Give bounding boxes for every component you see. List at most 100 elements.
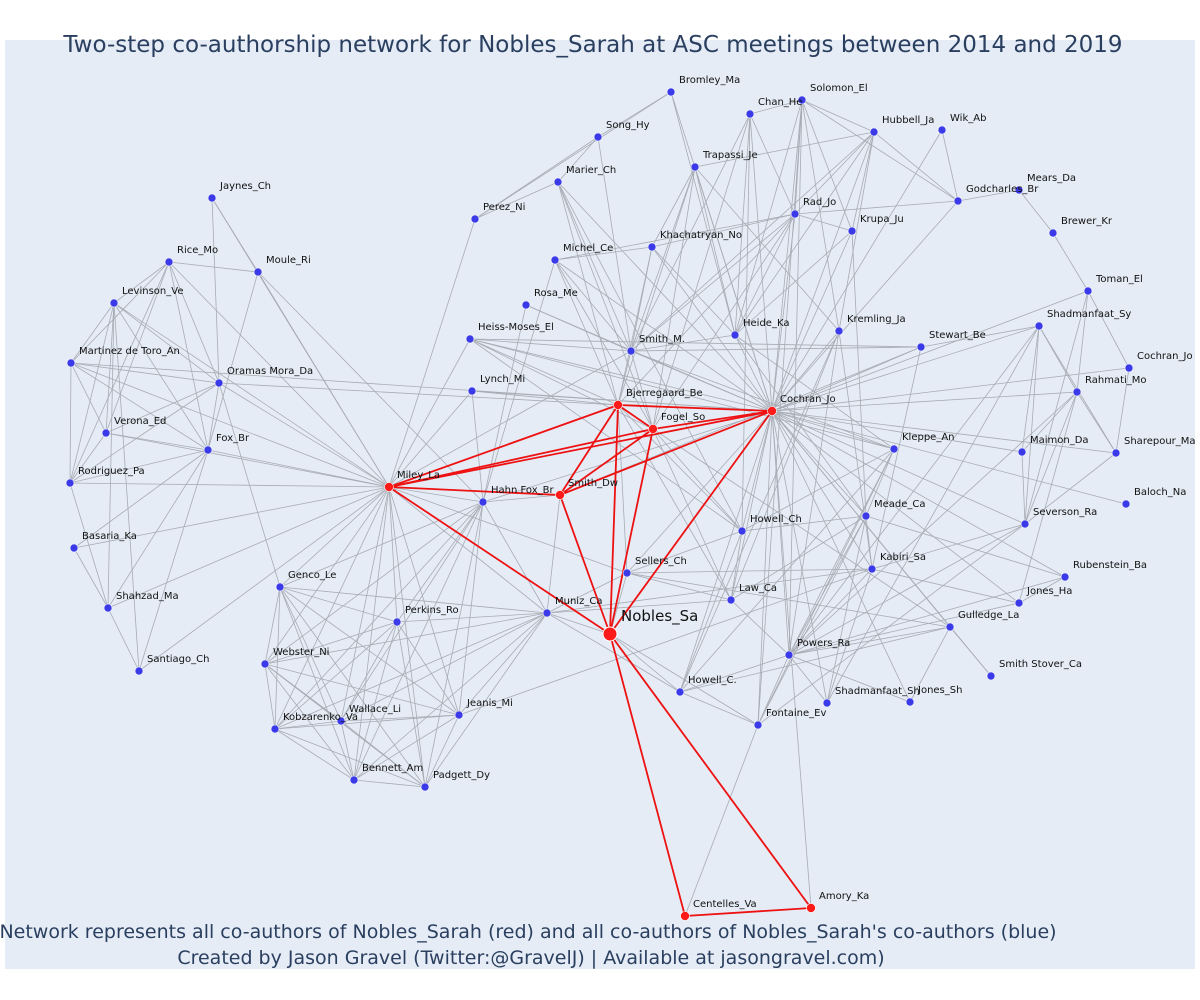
- node-song-hy[interactable]: [593, 132, 603, 142]
- node-jaynes-ch[interactable]: [207, 193, 217, 203]
- node-michel-ce[interactable]: [550, 255, 560, 265]
- node-amory-ka[interactable]: [806, 903, 816, 913]
- node-lynch-mi[interactable]: [467, 386, 477, 396]
- edge-khachatryan-no--cochran-jo: [651, 246, 773, 412]
- node-cochran-jo2[interactable]: [1124, 363, 1134, 373]
- node-fogel-so[interactable]: [648, 424, 658, 434]
- node-kleppe-an[interactable]: [889, 444, 899, 454]
- node-mears-da[interactable]: [1014, 185, 1024, 195]
- coauthor-edge-bjerregaard-be--fogel-so: [617, 404, 654, 430]
- node-rad-jo[interactable]: [790, 209, 800, 219]
- edge-smith-stover-ca--cochran-jo: [771, 410, 992, 677]
- node-levinson-ve[interactable]: [109, 298, 119, 308]
- node-rubenstein-ba[interactable]: [1060, 572, 1070, 582]
- node-hahn-fox-br[interactable]: [478, 497, 488, 507]
- node-smith-dw[interactable]: [555, 490, 565, 500]
- node-miley-la[interactable]: [384, 482, 394, 492]
- node-maimon-da[interactable]: [1017, 447, 1027, 457]
- node-rosa-me[interactable]: [521, 300, 531, 310]
- edge-rice-mo--levinson-ve: [113, 261, 170, 304]
- node-centelles-va[interactable]: [680, 911, 690, 921]
- node-label-amory-ka: Amory_Ka: [819, 891, 869, 902]
- node-jones-sh[interactable]: [905, 697, 915, 707]
- node-powers-ra[interactable]: [784, 650, 794, 660]
- node-trapassi-je[interactable]: [690, 162, 700, 172]
- node-chan-he[interactable]: [745, 109, 755, 119]
- node-gulledge-la[interactable]: [945, 622, 955, 632]
- node-smith-m[interactable]: [626, 346, 636, 356]
- node-rahmati-mo[interactable]: [1072, 387, 1082, 397]
- node-brewer-kr[interactable]: [1048, 228, 1058, 238]
- node-kremling-ja[interactable]: [834, 326, 844, 336]
- node-heide-ka[interactable]: [730, 330, 740, 340]
- node-sellers-ch[interactable]: [622, 568, 632, 578]
- edge-severson-ra--fontaine-ev: [757, 523, 1026, 726]
- node-oramas-mora-da[interactable]: [214, 378, 224, 388]
- edge-gulledge-la--fogel-so: [652, 428, 951, 628]
- node-label-heide-ka: Heide_Ka: [743, 318, 789, 329]
- node-cochran-jo[interactable]: [767, 406, 777, 416]
- node-krupa-ju[interactable]: [847, 226, 857, 236]
- node-label-smith-m: Smith_M.: [639, 334, 685, 345]
- node-fontaine-ev[interactable]: [753, 720, 763, 730]
- node-padgett-dy[interactable]: [420, 782, 430, 792]
- node-shahzad-ma[interactable]: [103, 603, 113, 613]
- node-rodriguez-pa[interactable]: [65, 478, 75, 488]
- node-severson-ra[interactable]: [1020, 519, 1030, 529]
- edge-solomon-el--godcharles-br: [801, 99, 959, 202]
- node-howell-c[interactable]: [675, 687, 685, 697]
- node-perkins-ro[interactable]: [392, 617, 402, 627]
- node-santiago-ch[interactable]: [134, 666, 144, 676]
- node-bjerregaard-be[interactable]: [613, 400, 623, 410]
- node-marier-ch[interactable]: [553, 177, 563, 187]
- node-hubbell-ja[interactable]: [869, 127, 879, 137]
- edge-rahmati-mo--powers-ra: [788, 391, 1078, 656]
- node-heiss-moses-el[interactable]: [465, 334, 475, 344]
- coauthor-edge-nobles-sa--amory-ka: [609, 633, 812, 909]
- edge-heiss-moses-el--bjerregaard-be: [469, 338, 619, 406]
- node-toman-el[interactable]: [1083, 286, 1093, 296]
- node-godcharles-br[interactable]: [953, 196, 963, 206]
- node-meade-ca[interactable]: [861, 511, 871, 521]
- node-fox-br[interactable]: [203, 445, 213, 455]
- edge-kobzarenko-va--hahn-fox-br: [274, 501, 484, 730]
- node-khachatryan-no[interactable]: [647, 242, 657, 252]
- node-jeanis-mi[interactable]: [454, 710, 464, 720]
- node-jones-ha[interactable]: [1014, 598, 1024, 608]
- edge-smith-m--bjerregaard-be: [617, 350, 632, 406]
- edge-brewer-kr--toman-el: [1052, 232, 1089, 292]
- node-webster-ni[interactable]: [260, 659, 270, 669]
- node-sharepour-ma[interactable]: [1111, 448, 1121, 458]
- node-law-ca[interactable]: [726, 595, 736, 605]
- node-muniz-ca[interactable]: [542, 608, 552, 618]
- edge-mears-da--brewer-kr: [1018, 189, 1054, 234]
- node-stewart-be[interactable]: [916, 342, 926, 352]
- node-martinez-de-toro-an[interactable]: [66, 358, 76, 368]
- node-basaria-ka[interactable]: [69, 543, 79, 553]
- node-bennett-am[interactable]: [349, 775, 359, 785]
- node-kobzarenko-va[interactable]: [270, 724, 280, 734]
- edge-perez-ni--marier-ch: [474, 181, 559, 220]
- node-smith-stover-ca[interactable]: [986, 671, 996, 681]
- node-kabiri-sa[interactable]: [867, 564, 877, 574]
- node-baloch-na[interactable]: [1121, 499, 1131, 509]
- node-nobles-sa[interactable]: [602, 626, 618, 642]
- node-moule-ri[interactable]: [253, 267, 263, 277]
- edge-chan-he--smith-m: [630, 113, 751, 352]
- node-solomon-el[interactable]: [797, 95, 807, 105]
- node-perez-ni[interactable]: [470, 214, 480, 224]
- edge-hubbell-ja--rad-jo: [794, 131, 875, 215]
- node-label-bennett-am: Bennett_Am: [362, 763, 423, 774]
- node-shadmanfaat-sy[interactable]: [1034, 321, 1044, 331]
- node-label-wik-ab: Wik_Ab: [950, 113, 986, 124]
- edge-severson-ra--powers-ra: [788, 523, 1026, 656]
- node-bromley-ma[interactable]: [666, 87, 676, 97]
- node-howell-ch[interactable]: [737, 526, 747, 536]
- node-verona-ed[interactable]: [101, 428, 111, 438]
- node-wallace-li[interactable]: [336, 716, 346, 726]
- node-wik-ab[interactable]: [937, 125, 947, 135]
- edge-marier-ch--fogel-so: [557, 181, 654, 430]
- node-rice-mo[interactable]: [164, 257, 174, 267]
- node-shadmanfaat-sh[interactable]: [822, 698, 832, 708]
- node-genco-le[interactable]: [275, 582, 285, 592]
